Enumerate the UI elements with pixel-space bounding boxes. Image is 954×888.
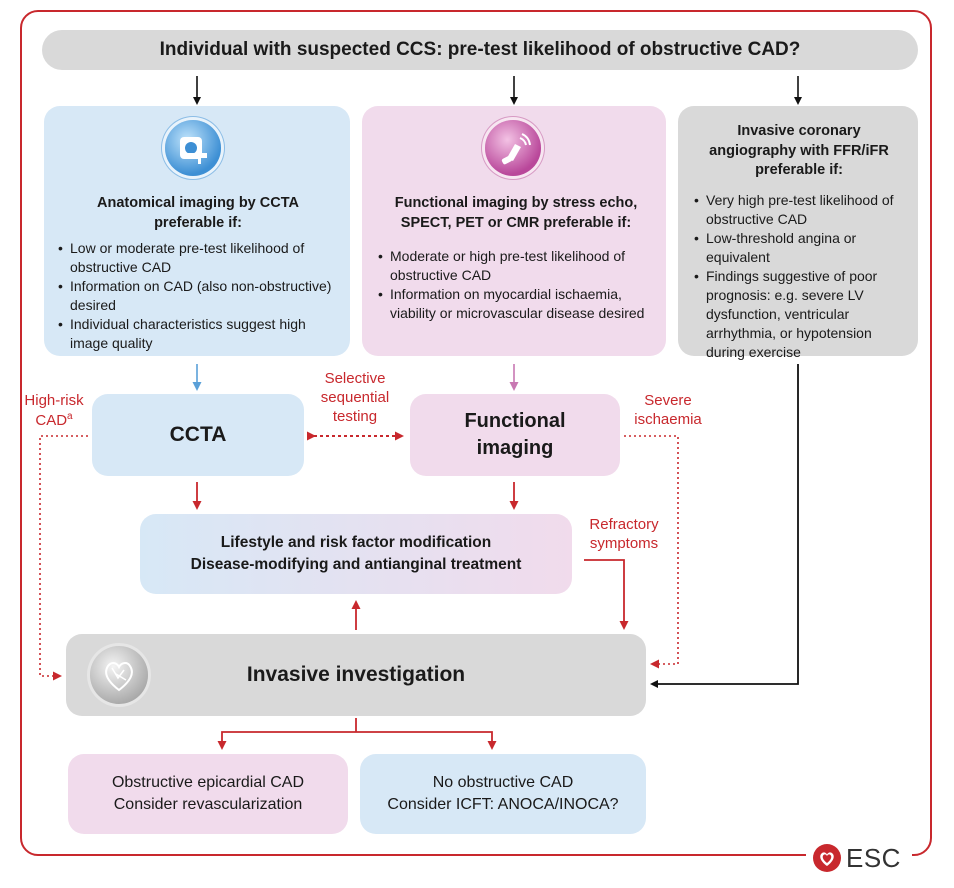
list-item: Low or moderate pre-test likelihood of o… — [58, 239, 338, 277]
top-question-bar: Individual with suspected CCS: pre-test … — [42, 30, 918, 70]
anatomical-panel-title: Anatomical imaging by CCTA preferable if… — [97, 195, 299, 231]
footnote-marker: a — [67, 410, 73, 422]
obstructive-line-2: Consider revascularization — [113, 796, 303, 813]
lifestyle-line-2: Disease-modifying and antianginal treatm… — [190, 556, 522, 573]
no-obstructive-line-1: No obstructive CAD — [432, 773, 574, 791]
outer-frame — [20, 10, 932, 856]
high-risk-line-1: High-risk — [24, 392, 84, 409]
functional-imaging-box: Functional imaging — [410, 394, 620, 476]
anatomical-imaging-panel: Anatomical imaging by CCTA preferable if… — [44, 106, 350, 356]
arrow-to-no-obstructive — [356, 731, 497, 750]
functional-panel-title: Functional imaging by stress echo, SPECT… — [394, 195, 638, 231]
selective-line-3: testing — [332, 407, 378, 425]
severe-line-1: Severe — [644, 392, 692, 409]
no-obstructive-cad-box: No obstructive CAD Consider ICFT: ANOCA/… — [360, 754, 646, 834]
selective-line-1: Selective — [324, 370, 386, 387]
arrow-high-risk-cad — [39, 435, 88, 681]
top-question-text: Individual with suspected CCS: pre-test … — [159, 39, 801, 60]
ct-scanner-icon — [165, 120, 221, 176]
ccta-box: CCTA — [92, 394, 304, 476]
functional-imaging-panel: Functional imaging by stress echo, SPECT… — [362, 106, 666, 356]
list-item: Individual characteristics suggest high … — [58, 315, 338, 353]
invasive-investigation-label: Invasive investigation — [246, 663, 466, 686]
high-risk-cad-label: High-risk CADa — [14, 392, 94, 431]
refractory-line-1: Refractory — [589, 516, 659, 533]
no-obstructive-line-2: Consider ICFT: ANOCA/INOCA? — [387, 796, 619, 813]
list-item: Information on myocardial ischaemia, via… — [378, 285, 654, 323]
obstructive-cad-box: Obstructive epicardial CAD Consider reva… — [68, 754, 348, 834]
arrow-to-obstructive — [217, 731, 356, 750]
lifestyle-line-1: Lifestyle and risk factor modification — [220, 533, 492, 551]
ccta-label: CCTA — [169, 423, 227, 446]
arrow-refractory-symptoms — [584, 559, 629, 630]
selective-line-2: sequential — [320, 388, 390, 406]
esc-logo: ESC — [806, 838, 912, 878]
severe-line-2: ischaemia — [634, 410, 702, 428]
high-risk-cad-text: CAD — [35, 411, 68, 429]
selective-sequential-testing-label: Selective sequential testing — [305, 370, 405, 426]
list-item: Findings suggestive of poor prognosis: e… — [694, 267, 904, 362]
arrow-severe-ischaemia — [624, 435, 679, 669]
invasive-angiography-title: Invasive coronary angiography with FFR/i… — [709, 123, 889, 179]
lifestyle-treatment-box: Lifestyle and risk factor modification D… — [140, 514, 572, 594]
severe-ischaemia-label: Severe ischaemia — [622, 392, 714, 430]
arrow-invasive-angio-to-investigation — [650, 364, 799, 688]
refractory-line-2: symptoms — [589, 534, 659, 552]
list-item: Very high pre-test likelihood of obstruc… — [694, 191, 904, 229]
refractory-symptoms-label: Refractory symptoms — [574, 516, 674, 554]
list-item: Moderate or high pre-test likelihood of … — [378, 247, 654, 285]
anatomical-criteria-list: Low or moderate pre-test likelihood of o… — [58, 239, 338, 353]
invasive-investigation-box: Invasive investigation — [66, 634, 646, 716]
invasive-angiography-panel: Invasive coronary angiography with FFR/i… — [678, 106, 918, 360]
esc-logo-text: ESC — [846, 842, 901, 873]
heart-angiography-icon — [90, 646, 148, 704]
esc-heart-logo-icon — [813, 844, 841, 872]
invasive-criteria-list: Very high pre-test likelihood of obstruc… — [694, 191, 904, 362]
ultrasound-probe-icon — [485, 120, 541, 176]
list-item: Information on CAD (also non-obstructive… — [58, 277, 338, 315]
functional-criteria-list: Moderate or high pre-test likelihood of … — [378, 247, 654, 323]
high-risk-line-2: CADa — [14, 411, 94, 431]
obstructive-line-1: Obstructive epicardial CAD — [111, 773, 305, 791]
list-item: Low-threshold angina or equivalent — [694, 229, 904, 267]
functional-imaging-label: Functional imaging — [464, 410, 566, 459]
